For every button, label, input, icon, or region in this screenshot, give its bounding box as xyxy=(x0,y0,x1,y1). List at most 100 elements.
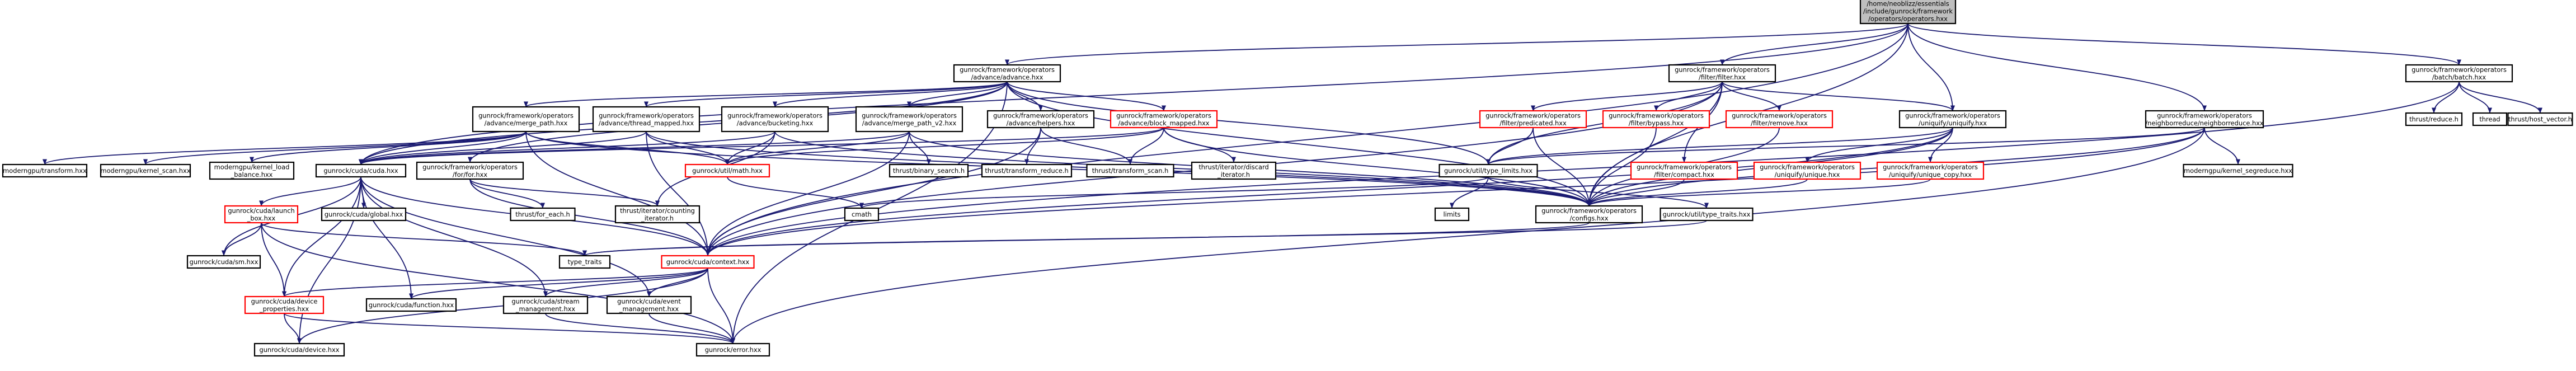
node-merge-path-v2[interactable]: gunrock/framework/operators/advance/merg… xyxy=(855,106,963,133)
node-filter[interactable]: gunrock/framework/operators/filter/filte… xyxy=(1668,64,1776,83)
node-box xyxy=(1535,205,1643,224)
node-remove[interactable]: gunrock/framework/operators/filter/remov… xyxy=(1725,110,1834,129)
node-layer: /home/neoblizz/essentials/include/gunroc… xyxy=(2,0,2573,357)
node-unique-copy[interactable]: gunrock/framework/operators/uniquify/uni… xyxy=(1876,161,1985,180)
node-box xyxy=(889,163,969,178)
node-box xyxy=(253,342,345,357)
node-advance[interactable]: gunrock/framework/operators/advance/adva… xyxy=(953,64,1061,83)
edge-uniquify-to-type_limits xyxy=(1486,127,1953,165)
node-sm[interactable]: gunrock/cuda/sm.hxx xyxy=(186,255,261,269)
node-label: thrust/host_vector.h xyxy=(2508,115,2572,123)
node-unique[interactable]: gunrock/framework/operators/uniquify/uni… xyxy=(1753,161,1862,180)
edge-launch_box-to-sm xyxy=(222,222,262,256)
node-box xyxy=(614,205,701,224)
node-stream-management[interactable]: gunrock/cuda/stream_management.hxx xyxy=(502,295,589,314)
node-label: /uniquify/unique_copy.hxx xyxy=(1889,171,1972,179)
edge-root-to-batch xyxy=(1907,23,2461,65)
edge-root-to-uniquify xyxy=(1907,23,1955,111)
edge-launch_box-to-error xyxy=(261,222,735,344)
edge-predicated-to-type_limits xyxy=(1486,127,1534,165)
node-mgpu-transform[interactable]: moderngpu/transform.hxx xyxy=(2,163,88,178)
node-box xyxy=(1439,163,1538,178)
edge-bucketing-to-cuda xyxy=(359,131,775,165)
node-uniquify[interactable]: gunrock/framework/operators/uniquify/uni… xyxy=(1898,110,2007,129)
node-box xyxy=(2,163,88,178)
node-cmath[interactable]: cmath xyxy=(844,207,880,222)
node-label: gunrock/cuda/sm.hxx xyxy=(190,258,258,266)
node-label: /home/neoblizz/essentials xyxy=(1867,0,1949,8)
edge-context-to-error xyxy=(707,267,735,344)
node-compact[interactable]: gunrock/framework/operators/filter/compa… xyxy=(1630,161,1738,180)
node-math[interactable]: gunrock/util/math.hxx xyxy=(684,163,770,178)
node-device[interactable]: gunrock/cuda/device.hxx xyxy=(253,342,345,357)
node-mgpu-load-balance[interactable]: moderngpu/kernel_load_balance.hxx xyxy=(209,161,295,180)
node-thread-mapped[interactable]: gunrock/framework/operators/advance/thre… xyxy=(592,106,701,133)
node-event-management[interactable]: gunrock/cuda/event_management.hxx xyxy=(606,295,692,314)
node-config[interactable]: gunrock/framework/operators/configs.hxx xyxy=(1535,205,1643,224)
edge-root-to-advance xyxy=(1005,23,1909,65)
node-binary-search[interactable]: thrust/binary_search.h xyxy=(889,163,969,178)
node-type-traits[interactable]: type_traits xyxy=(558,255,611,269)
edge-device_properties-to-error xyxy=(284,313,735,344)
node-label: gunrock/cuda/stream xyxy=(511,297,579,305)
node-function[interactable]: gunrock/cuda/function.hxx xyxy=(365,298,457,312)
node-counting-iterator[interactable]: thrust/iterator/counting_iterator.h xyxy=(614,205,701,224)
node-box xyxy=(1630,161,1738,180)
node-merge-path[interactable]: gunrock/framework/operators/advance/merg… xyxy=(472,106,580,133)
node-label: _balance.hxx xyxy=(231,171,273,179)
edge-neighborreduce-to-type_limits xyxy=(1486,127,2205,165)
node-for-each[interactable]: thrust/for_each.h xyxy=(510,207,576,222)
edge-merge_path_v2-to-binary_search xyxy=(909,131,931,165)
node-type-limits[interactable]: gunrock/util/type_limits.hxx xyxy=(1439,163,1538,178)
node-box xyxy=(953,64,1061,83)
node-type-traits-hxx[interactable]: gunrock/util/type_traits.hxx xyxy=(1660,207,1754,222)
node-label: gunrock/util/math.hxx xyxy=(692,167,763,175)
node-for[interactable]: gunrock/framework/operators/for/for.hxx xyxy=(416,161,524,180)
node-context[interactable]: gunrock/cuda/context.hxx xyxy=(661,255,755,269)
node-adv-helpers[interactable]: gunrock/framework/operators/advance/help… xyxy=(986,110,1095,129)
edge-uniquify-to-unique_copy xyxy=(1928,127,1953,163)
node-mgpu-segreduce[interactable]: moderngpu/kernel_segreduce.hxx xyxy=(2183,163,2293,178)
node-box xyxy=(592,106,701,133)
node-label: gunrock/framework/operators xyxy=(1116,111,1211,119)
node-error[interactable]: gunrock/error.hxx xyxy=(695,342,770,357)
node-label: gunrock/cuda/device xyxy=(251,297,318,305)
node-label: thrust/for_each.h xyxy=(515,210,570,218)
node-mgpu-scan[interactable]: moderngpu/kernel_scan.hxx xyxy=(100,163,191,178)
node-discard-iterator[interactable]: thrust/iterator/discard_iterator.h xyxy=(1191,161,1277,180)
edge-merge_path_v2-to-context xyxy=(706,131,910,256)
node-device-properties[interactable]: gunrock/cuda/device_properties.hxx xyxy=(244,295,325,314)
node-label: gunrock/cuda/event xyxy=(617,297,681,305)
node-bucketing[interactable]: gunrock/framework/operators/advance/buck… xyxy=(721,106,829,133)
node-transform-reduce[interactable]: thrust/transform_reduce.h xyxy=(981,163,1073,178)
node-limits[interactable]: limits xyxy=(1434,207,1470,222)
edge-advance-to-merge_path_v2 xyxy=(907,81,1008,107)
edge-merge_path-to-mgpu_transform xyxy=(43,131,527,165)
node-neighborreduce[interactable]: gunrock/framework/operators/neighborredu… xyxy=(2145,110,2264,129)
node-box xyxy=(2183,163,2293,178)
node-label: /for/for.hxx xyxy=(453,171,488,179)
node-box xyxy=(100,163,191,178)
node-thrust-reduce[interactable]: thrust/reduce.h xyxy=(2405,112,2463,126)
node-launch-box[interactable]: gunrock/cuda/launch_box.hxx xyxy=(224,205,299,224)
node-label: thrust/binary_search.h xyxy=(893,167,965,175)
node-box xyxy=(1191,161,1277,180)
node-host-vector[interactable]: thrust/host_vector.h xyxy=(2507,112,2573,126)
edge-thread_mapped-to-cuda xyxy=(359,131,647,165)
node-bypass[interactable]: gunrock/framework/operators/filter/bypas… xyxy=(1602,110,1710,129)
node-box xyxy=(606,295,692,314)
node-global[interactable]: gunrock/cuda/global.hxx xyxy=(321,207,407,222)
node-transform-scan[interactable]: thrust/transform_scan.h xyxy=(1086,163,1174,178)
node-label: _iterator.h xyxy=(641,214,674,222)
node-box xyxy=(502,295,589,314)
edge-cuda-to-function xyxy=(360,176,413,299)
node-cuda[interactable]: gunrock/cuda/cuda.hxx xyxy=(315,163,407,178)
node-label: /filter/predicated.hxx xyxy=(1499,119,1567,127)
node-block-mapped[interactable]: gunrock/framework/operators/advance/bloc… xyxy=(1110,110,1218,129)
node-box xyxy=(1898,110,2007,129)
node-predicated[interactable]: gunrock/framework/operators/filter/predi… xyxy=(1479,110,1587,129)
node-label: /advance/block_mapped.hxx xyxy=(1118,119,1209,127)
edge-advance-to-thread_mapped xyxy=(644,81,1008,107)
node-batch[interactable]: gunrock/framework/operators/batch/batch.… xyxy=(2405,64,2513,83)
node-thread[interactable]: thread xyxy=(2472,112,2508,126)
